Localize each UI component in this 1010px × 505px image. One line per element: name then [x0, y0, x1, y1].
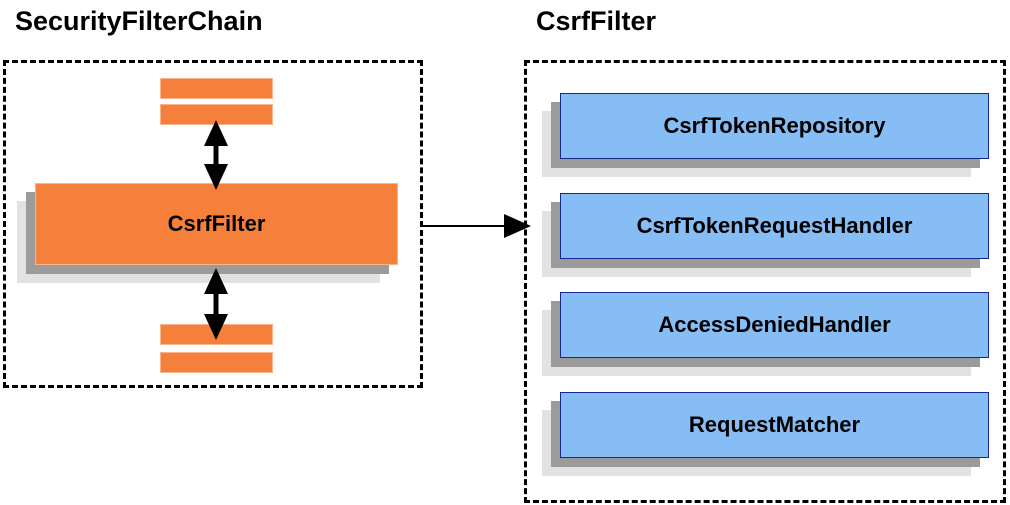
filter-slab-bottom-1	[160, 324, 273, 345]
component-card-request-matcher[interactable]: RequestMatcher	[542, 392, 989, 476]
filter-slab-top-1	[160, 78, 273, 99]
filter-slab-bottom-2	[160, 352, 273, 373]
csrf-filter-collaborators-panel	[524, 60, 1006, 503]
component-card-label: CsrfTokenRequestHandler	[560, 193, 989, 259]
component-card-label: CsrfTokenRepository	[560, 93, 989, 159]
security-filter-chain-panel	[3, 60, 423, 388]
component-card-label: AccessDeniedHandler	[560, 292, 989, 358]
csrffilter-to-collaborators-arrow-icon	[422, 214, 531, 238]
component-card-csrf-token-repository[interactable]: CsrfTokenRepository	[542, 93, 989, 177]
filter-slab-top-2	[160, 104, 273, 125]
component-card-label: RequestMatcher	[560, 392, 989, 458]
component-card-csrf-token-request-handler[interactable]: CsrfTokenRequestHandler	[542, 193, 989, 277]
csrf-filter-card[interactable]: CsrfFilter	[17, 183, 398, 283]
page-title-csrf-filter: CsrfFilter	[536, 6, 657, 36]
csrf-filter-card-label: CsrfFilter	[35, 183, 398, 265]
component-card-access-denied-handler[interactable]: AccessDeniedHandler	[542, 292, 989, 376]
page-title-security-filter-chain: SecurityFilterChain	[15, 6, 263, 36]
